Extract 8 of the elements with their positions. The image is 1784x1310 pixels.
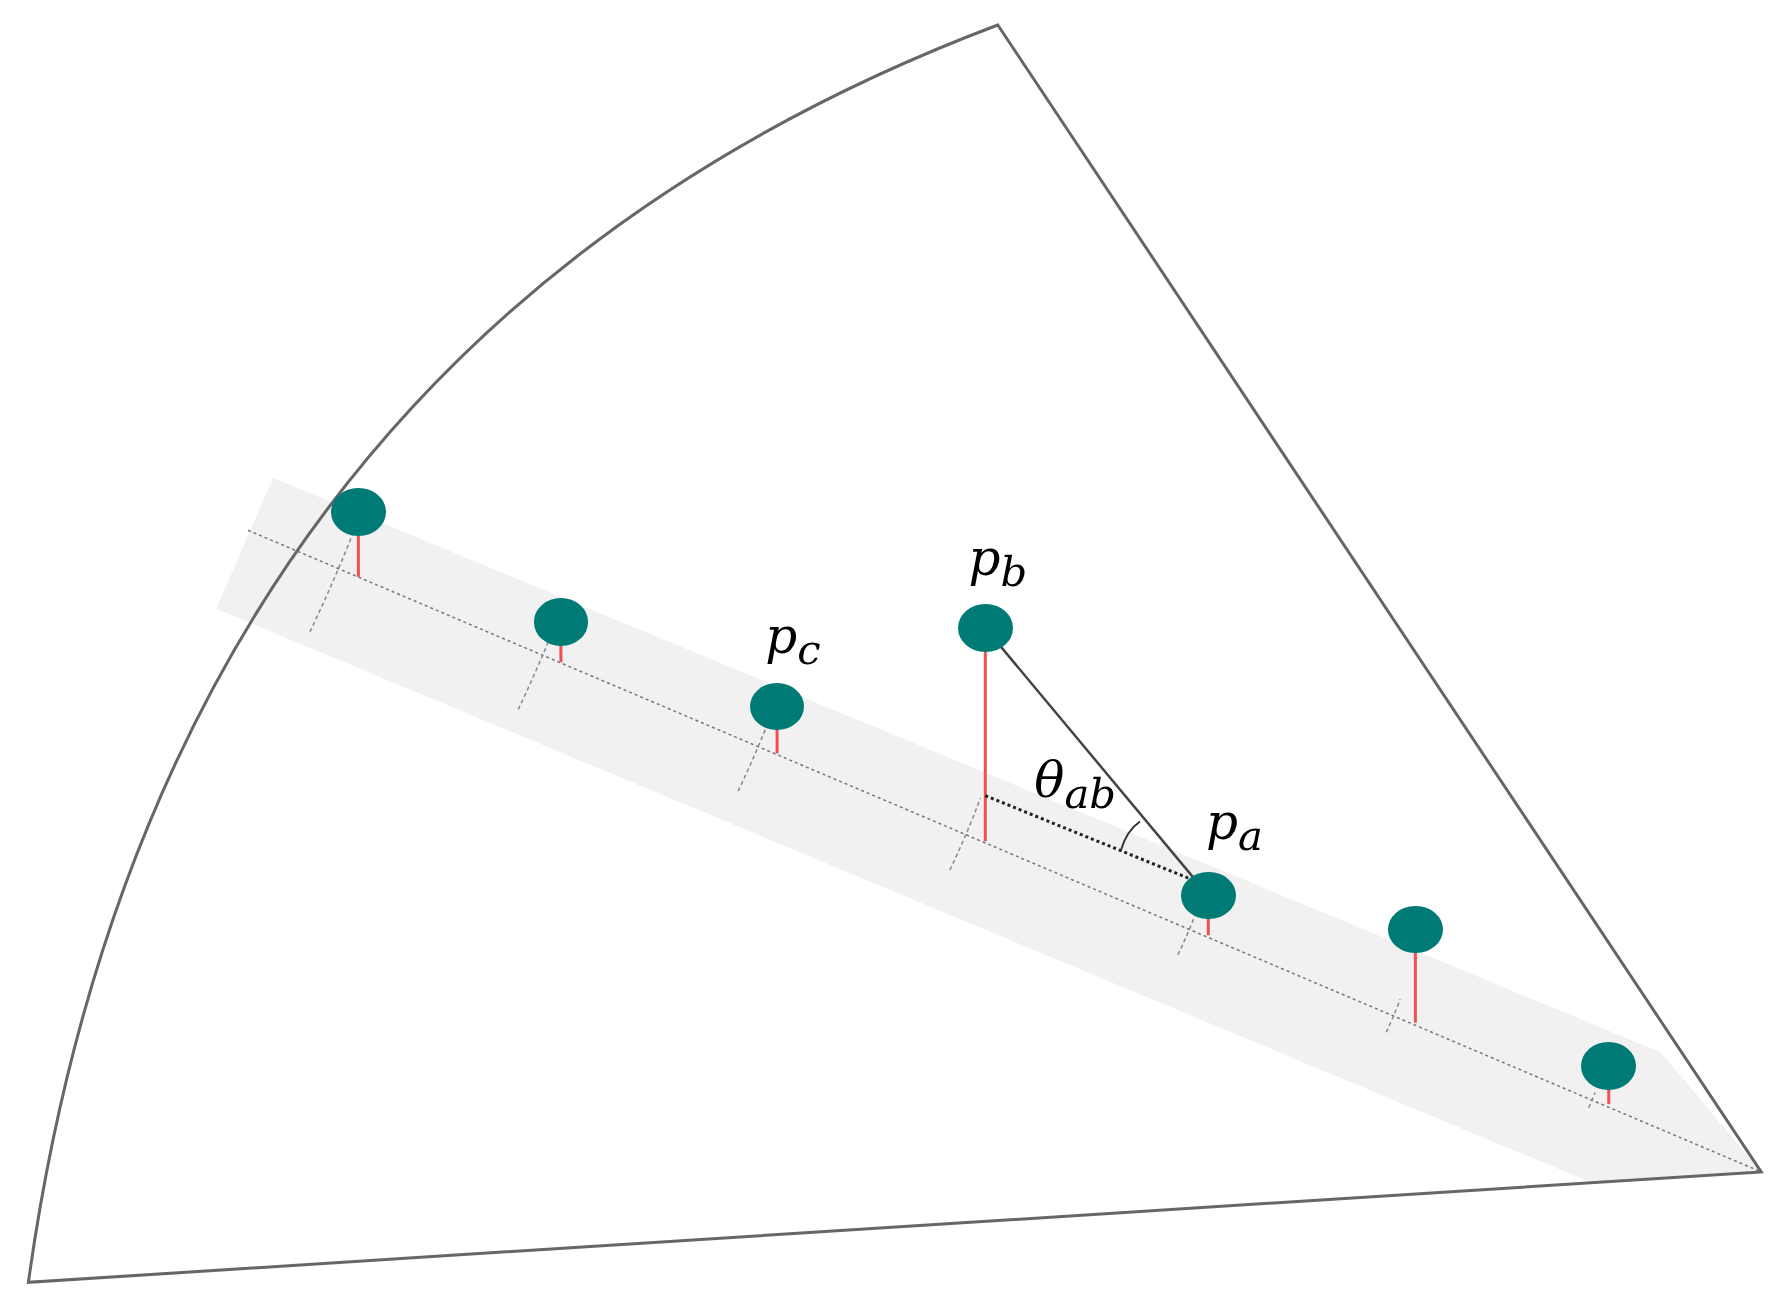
angle-label: θ$_{ab}$ xyxy=(1034,755,1116,815)
point-marker xyxy=(1388,905,1443,954)
connector-line xyxy=(999,645,1194,878)
point-label: p$_{c}$ xyxy=(765,610,821,671)
point-label: p$_{a}$ xyxy=(1206,797,1263,857)
point-marker xyxy=(331,488,386,536)
point-marker xyxy=(958,604,1013,652)
point-label: p$_{b}$ xyxy=(968,533,1028,593)
